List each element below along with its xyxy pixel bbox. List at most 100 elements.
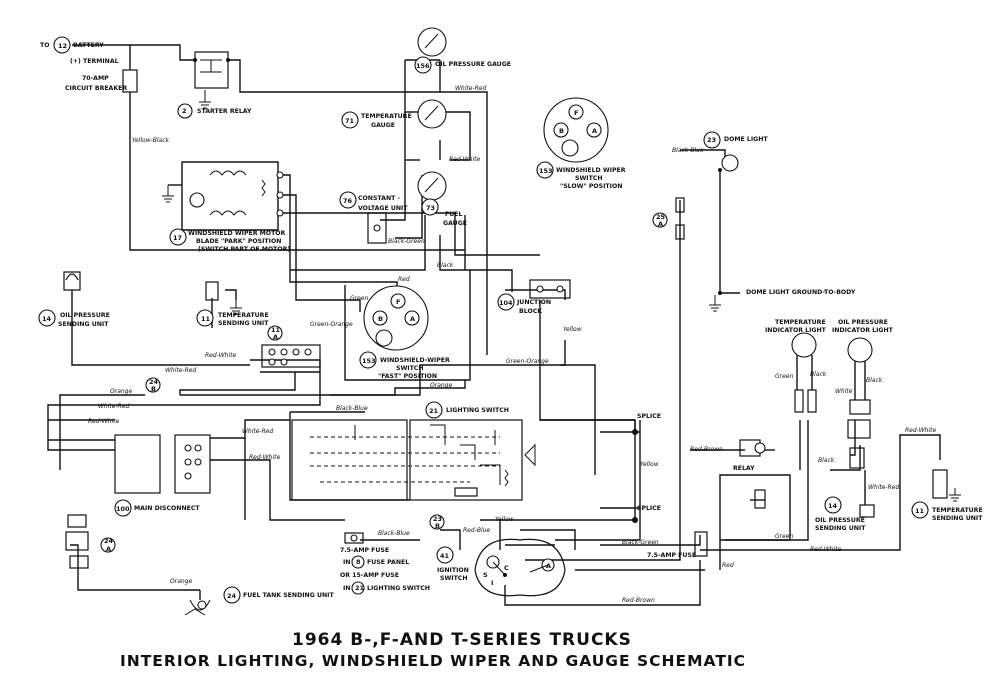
wire-color-labels: White-Red Yellow-Black Red-White Black-G… xyxy=(88,85,936,604)
wire-black-green: Black-Green xyxy=(388,238,425,245)
temp-sender-left-label-1: TEMPERATURE xyxy=(218,312,269,319)
fuse-75-right-label: 7.5-AMP FUSE xyxy=(647,552,696,559)
wiper-fast-label-2: SWITCH xyxy=(396,365,424,372)
wire-green-orange-2: Green-Orange xyxy=(506,358,549,365)
ignition-label-1: IGNITION xyxy=(437,567,469,574)
conn-11-bottom: A xyxy=(273,333,278,341)
wiper-fast-number: 153 xyxy=(362,357,376,365)
letter-s-ign: S xyxy=(483,571,488,579)
lighting-in: IN xyxy=(343,585,350,592)
left-connectors-symbols xyxy=(65,514,89,569)
fuel-sender-label: FUEL TANK SENDING UNIT xyxy=(243,592,334,599)
ignition-switch-symbol xyxy=(474,538,566,597)
wire-white-red-far: White-Red xyxy=(98,403,129,410)
wiper-slow-label-3: "SLOW" POSITION xyxy=(560,183,622,190)
dome-light-symbol xyxy=(675,154,739,295)
wire-black-relay: Black xyxy=(818,457,835,464)
temp-indicator-label-2: INDICATOR LIGHT xyxy=(765,327,827,334)
fuse-symbols xyxy=(344,532,364,544)
oil-indicator-label-2: INDICATOR LIGHT xyxy=(832,327,894,334)
wire-red-white-md2: Red-White xyxy=(249,454,280,461)
wire-green-orange: Green-Orange xyxy=(310,321,353,328)
wire-yellow-black: Yellow-Black xyxy=(132,137,170,144)
temp-sender-right-symbol xyxy=(932,469,961,502)
conn-11-top: 11 xyxy=(271,326,281,334)
fuse-panel-number: 8 xyxy=(356,558,361,566)
wire-white-red-top: White-Red xyxy=(455,85,486,92)
temp-gauge-label-1: TEMPERATURE xyxy=(361,113,412,120)
fuse-15-label: OR 15-AMP FUSE xyxy=(340,572,399,579)
temp-sender-left-number: 11 xyxy=(201,315,211,323)
starter-relay-symbol xyxy=(193,51,230,89)
oil-gauge-number: 156 xyxy=(416,62,430,70)
wire-orange-fuel: Orange xyxy=(170,578,192,585)
wire-yellow-jb: Yellow xyxy=(563,326,582,333)
wire-white-red-md: White-Red xyxy=(242,428,273,435)
main-disconnect-number: 100 xyxy=(116,505,130,513)
wire-orange-mid: Orange xyxy=(430,382,452,389)
oil-indicator-label-1: OIL PRESSURE xyxy=(838,319,888,326)
lighting2-number: 21 xyxy=(355,584,365,592)
letter-b-slow: B xyxy=(559,127,564,135)
switch-terminal-letters: F B A F B A S C I A xyxy=(378,109,597,587)
wire-red-brown-bottom: Red-Brown xyxy=(622,597,655,604)
wire-black-ind2: Black xyxy=(866,377,883,384)
oil-sender-right-number: 14 xyxy=(828,502,838,510)
wire-yellow-splice: Yellow xyxy=(640,461,659,468)
wire-black-green-ign: Black-Green xyxy=(622,539,659,546)
ignition-number: 41 xyxy=(440,552,450,560)
oil-sender-right-label-2: SENDING UNIT xyxy=(815,525,866,532)
wiper-motor-number: 17 xyxy=(173,234,182,242)
fuse-panel-label: FUSE PANEL xyxy=(367,559,409,566)
relay-connector-symbol xyxy=(694,439,766,557)
splice-bottom-label: SPLICE xyxy=(637,505,661,512)
oil-sender-right-label-1: OIL PRESSURE xyxy=(815,517,865,524)
junction-number: 104 xyxy=(499,299,513,307)
lighting-number: 21 xyxy=(429,407,439,415)
junction-label-1: JUNCTION xyxy=(516,299,551,306)
lighting-switch-internals xyxy=(291,419,536,501)
splice-dot-top xyxy=(632,429,638,435)
wiper-switch-fast-symbol xyxy=(363,285,429,351)
junction-block-symbol xyxy=(529,279,571,299)
wire-white-ind: White xyxy=(835,388,853,395)
letter-a-slow: A xyxy=(592,127,597,135)
battery-label: BATTERY xyxy=(73,42,104,49)
wire-green-relay: Green xyxy=(775,533,793,540)
circuit-breaker-symbol xyxy=(122,69,138,93)
wire-red-white-gauge: Red-White xyxy=(449,156,480,163)
lighting-label: LIGHTING SWITCH xyxy=(446,407,509,414)
wiper-motor-label-2: BLADE "PARK" POSITION xyxy=(196,238,281,245)
conn-23b-bottom: B xyxy=(435,522,440,530)
ignition-label-2: SWITCH xyxy=(440,575,468,582)
fuse-25-top: 25 xyxy=(656,213,666,221)
letter-b-fast: B xyxy=(378,315,383,323)
temp-gauge-label-2: GAUGE xyxy=(371,122,395,129)
wire-red-white-far-right: Red-White xyxy=(905,427,936,434)
temp-sender-right-label-1: TEMPERATURE xyxy=(932,507,983,514)
connector-11a-symbol xyxy=(261,344,321,368)
wire-white-red-relay: White-Red xyxy=(868,484,899,491)
letter-c-ign: C xyxy=(504,564,509,572)
fuel-tank-sender-symbol xyxy=(184,599,211,616)
wiper-fast-label-3: "FAST" POSITION xyxy=(378,373,437,380)
wiper-motor-label-3: (SWITCH PART OF MOTOR) xyxy=(198,246,290,253)
fuel-gauge-number: 73 xyxy=(426,204,435,212)
fuel-gauge-label-2: GAUGE xyxy=(443,220,467,227)
letter-a-fast: A xyxy=(410,315,415,323)
indicator-light-symbols xyxy=(791,332,875,518)
junction-label-2: BLOCK xyxy=(519,308,542,315)
letter-f-slow: F xyxy=(574,109,578,117)
fuse-panel-in: IN xyxy=(343,559,350,566)
wire-green-ind: Green xyxy=(775,373,793,380)
conn-24b-top: 24 xyxy=(149,378,159,386)
wire-black-blue-ls: Black-Blue xyxy=(336,405,368,412)
conn-24a-bottom: A xyxy=(106,545,111,553)
wire-black-blue-dome: Black-Blue xyxy=(672,147,704,154)
temp-sender-left-label-2: SENDING UNIT xyxy=(218,320,269,327)
oil-gauge-label: OIL PRESSURE GAUGE xyxy=(435,61,511,68)
cvu-number: 76 xyxy=(343,197,353,205)
wire-red-white-relay: Red-White xyxy=(810,546,841,553)
cvu-label-1: CONSTANT - xyxy=(358,195,401,202)
